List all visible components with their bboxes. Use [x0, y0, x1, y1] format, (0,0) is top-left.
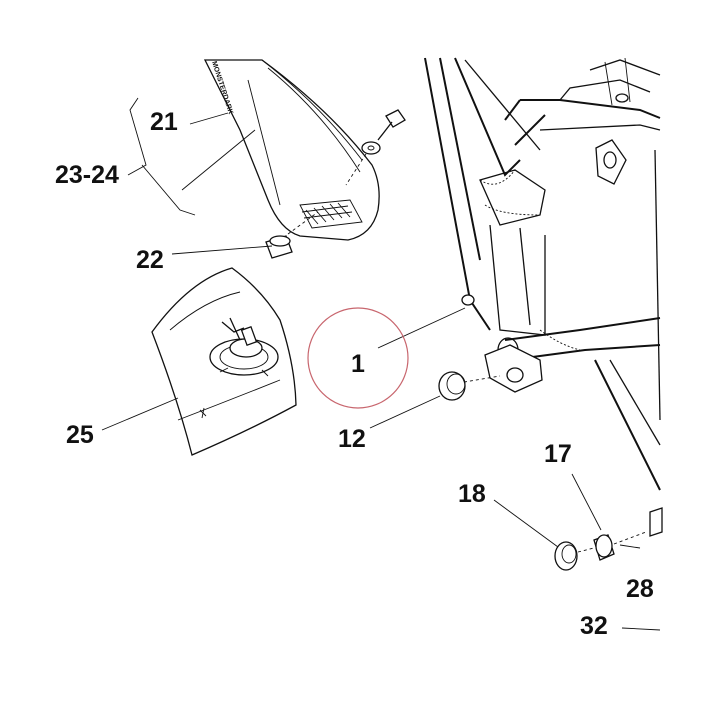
- motorcycle-frame: [424, 57, 663, 549]
- callout-1: 1: [351, 350, 365, 378]
- side-panel-text: MONSTERDARK: [210, 60, 234, 115]
- callout-28: 28: [626, 575, 654, 603]
- leader-lines: [101, 97, 661, 631]
- callout-17: 17: [544, 440, 572, 468]
- callout-25: 25: [66, 421, 94, 449]
- panel-screw: [345, 109, 406, 186]
- callout-22: 22: [136, 246, 164, 274]
- fuel-cap-cover-part: [151, 267, 297, 456]
- end-cap-part: [554, 541, 578, 571]
- highlight-circle: [307, 307, 409, 409]
- callout-23-24: 23-24: [55, 161, 119, 189]
- callout-32: 32: [580, 612, 608, 640]
- callout-18: 18: [458, 480, 486, 508]
- callout-21: 21: [150, 108, 178, 136]
- spacer-bushing-part: [577, 531, 647, 561]
- bushing-part: [265, 211, 319, 259]
- frame-plug-part: [438, 371, 501, 401]
- callout-12: 12: [338, 425, 366, 453]
